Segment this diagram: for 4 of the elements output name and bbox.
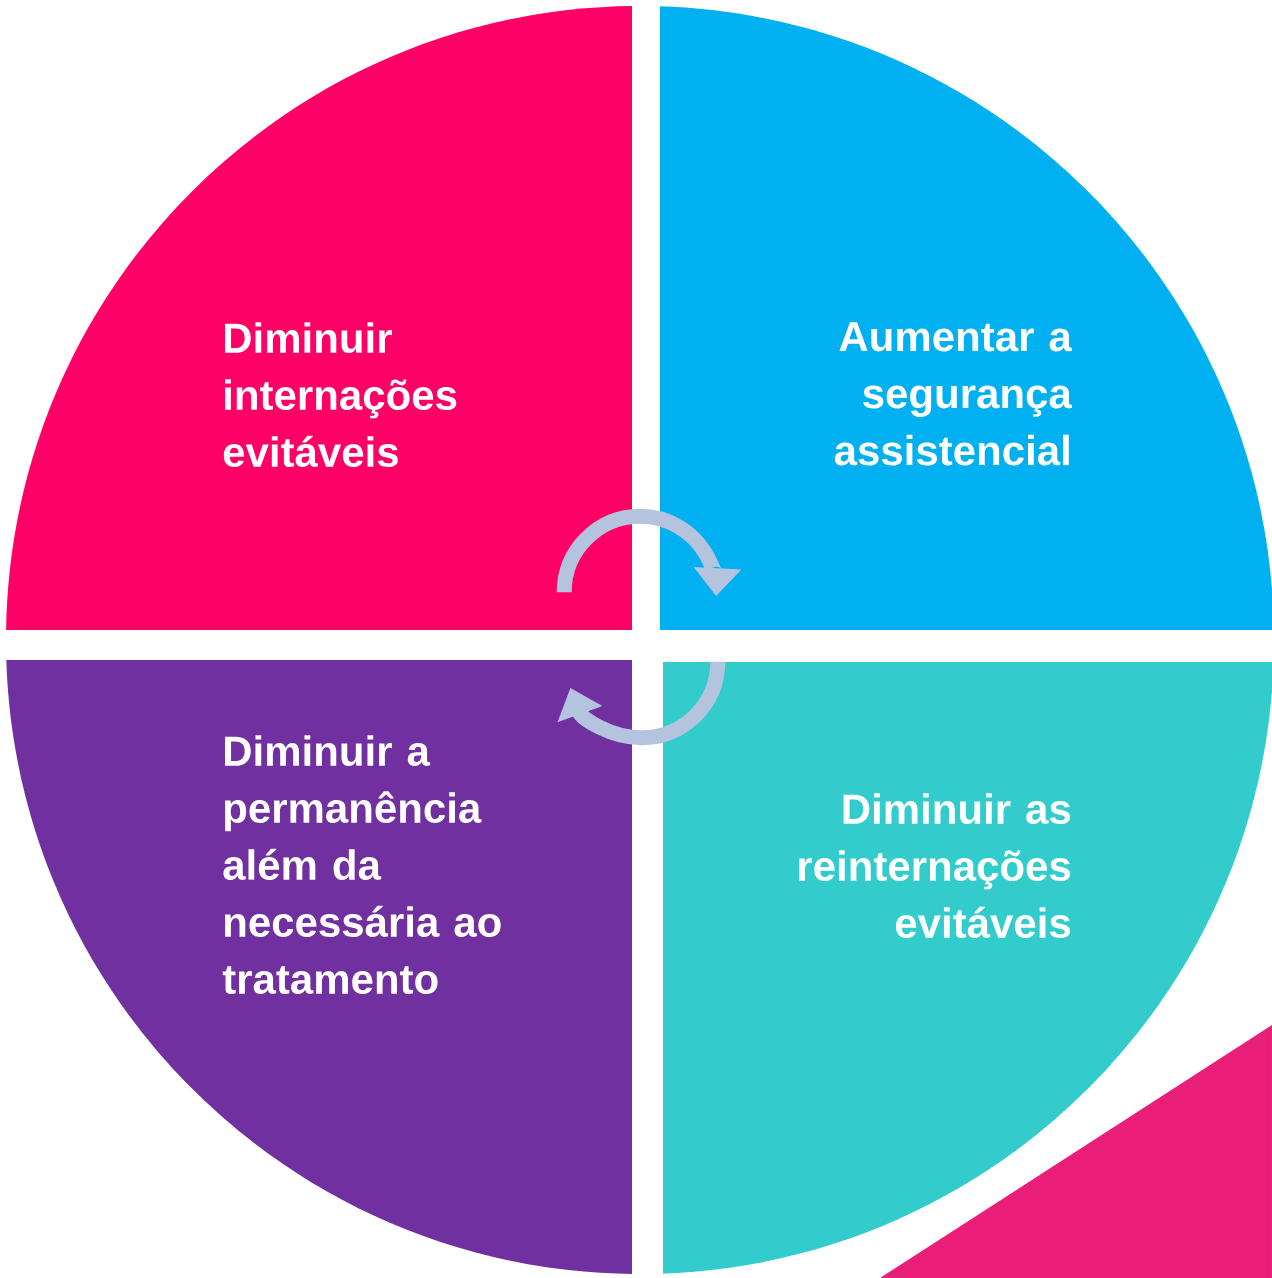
quadrant-segment: Diminuir internações evitáveis: [6, 6, 632, 630]
quadrant-segment: Diminuir a permanência além da necessária ao tratamento: [6, 660, 632, 1274]
curved-arrow: [557, 661, 726, 746]
quadrant-segment: Aumentar a segurança assistencial: [660, 6, 1272, 630]
